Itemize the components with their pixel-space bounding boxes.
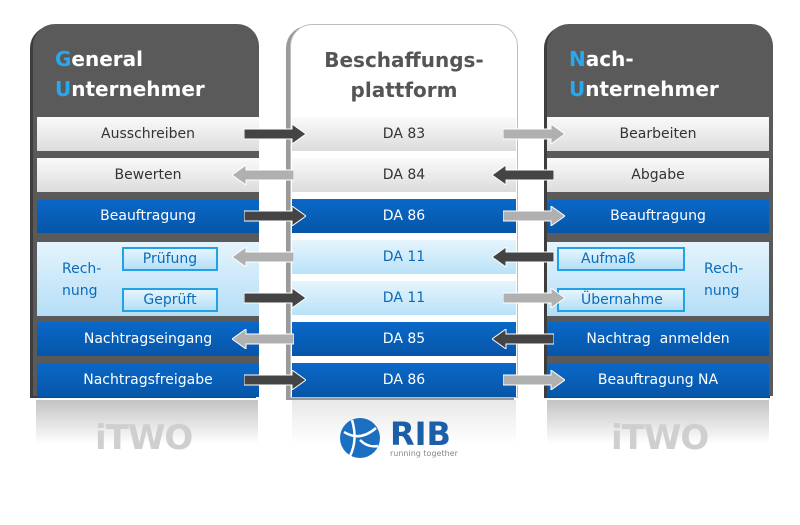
rechnung-label-right: Rech-nung [704,258,743,302]
arrow-right-icon [503,124,565,144]
itwo-logo-left: iTWO [95,418,193,458]
title-rest: nternehmer [585,77,719,101]
title-initial: U [55,77,72,101]
reflection [292,400,516,444]
arrow-right-icon [244,206,306,226]
right-cell: Bearbeiten [547,117,769,151]
right-cell: Übernahme [557,288,685,312]
right-cell: Aufmaß [557,247,685,271]
rechnung-line1: Rech- [62,261,102,277]
title-initial: U [569,77,586,101]
rechnung-line1: Rech- [704,261,744,277]
title-initial: G [55,47,72,71]
platform-title-line2: plattform [350,78,458,102]
center-cell: DA 11 [292,281,516,315]
rib-tagline: running together [390,448,458,458]
arrow-left-icon [492,165,554,185]
center-cell: DA 85 [292,322,516,356]
arrow-right-icon [503,370,565,390]
rechnung-line2: nung [704,283,740,299]
arrow-left-icon [232,247,294,267]
center-cell: DA 83 [292,117,516,151]
left-cell: Nachtragsfreigabe [37,363,259,397]
right-cell: Beauftragung NA [547,363,769,397]
center-cell: DA 11 [292,240,516,274]
itwo-logo-text: iTWO [95,418,193,458]
arrow-left-icon [492,329,554,349]
nach-unternehmer-title: Nach- Unternehmer [547,44,773,104]
right-cell: Nachtrag anmelden [547,322,769,356]
left-cell: Beauftragung [37,199,259,233]
arrow-right-icon [503,288,565,308]
center-cell: DA 86 [292,199,516,233]
arrow-left-icon [232,165,294,185]
arrow-right-icon [244,124,306,144]
rib-logo-text: RIB [390,414,451,453]
rechnung-line2: nung [62,283,98,299]
itwo-logo-right: iTWO [611,418,709,458]
left-cell: Ausschreiben [37,117,259,151]
general-unternehmer-title: General Unternehmer [33,44,259,104]
platform-title-line1: Beschaffungs- [324,48,484,72]
arrow-left-icon [232,329,294,349]
reflection [547,400,769,444]
left-cell: Bewerten [37,158,259,192]
platform-title: Beschaffungs- plattform [291,45,517,105]
arrow-left-icon [492,247,554,267]
right-cell: Beauftragung [547,199,769,233]
arrow-right-icon [244,288,306,308]
left-cell: Prüfung [122,247,218,271]
right-cell: Abgabe [547,158,769,192]
title-rest: nternehmer [71,77,205,101]
reflection [36,400,258,444]
center-cell: DA 86 [292,363,516,397]
title-initial: N [569,47,586,71]
left-cell: Nachtragseingang [37,322,259,356]
arrow-right-icon [503,206,565,226]
rechnung-label-left: Rech-nung [62,258,101,302]
title-rest: ach- [585,47,634,71]
itwo-logo-text: iTWO [611,418,709,458]
center-cell: DA 84 [292,158,516,192]
arrow-right-icon [244,370,306,390]
rib-logo: RIB running together [338,416,458,460]
rib-globe-icon [340,418,380,458]
title-rest: eneral [71,47,144,71]
left-cell: Geprüft [122,288,218,312]
